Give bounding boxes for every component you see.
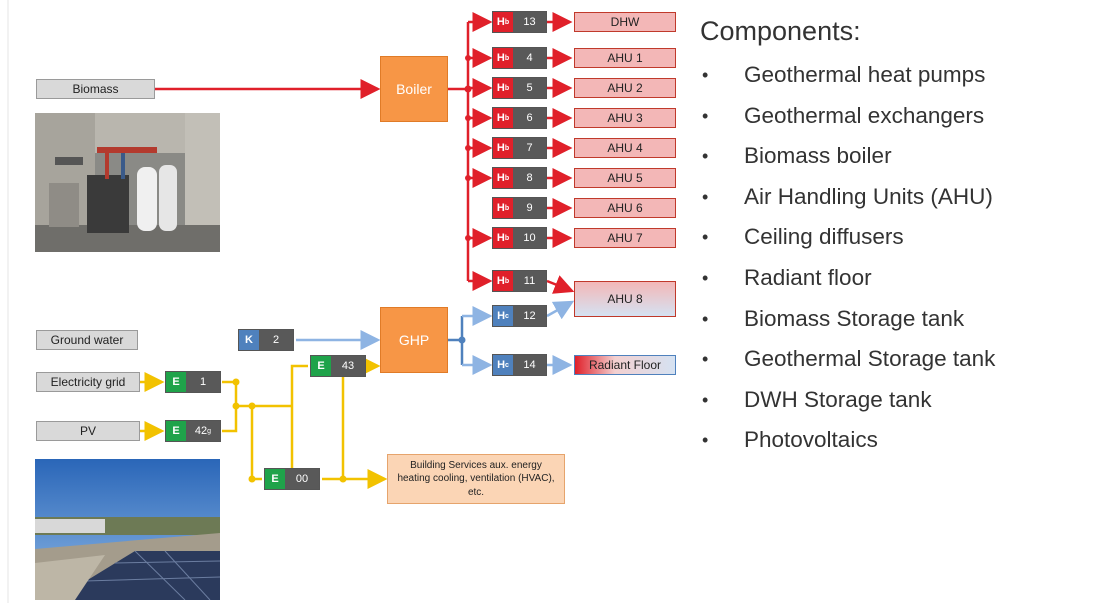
ghp-node: GHP [380, 307, 448, 373]
building-services-box: Building Services aux. energy heating co… [387, 454, 565, 504]
sink-ahu-6: AHU 6 [574, 198, 676, 218]
list-item: •Geothermal heat pumps [700, 55, 1090, 96]
sink-ahu-3: AHU 3 [574, 108, 676, 128]
list-item: •Air Handling Units (AHU) [700, 177, 1090, 218]
pv-source: PV [36, 421, 140, 441]
biomass-source: Biomass [36, 79, 155, 99]
list-item: •Geothermal exchangers [700, 96, 1090, 137]
components-list: •Geothermal heat pumps •Geothermal excha… [700, 55, 1090, 461]
electricity-grid-source: Electricity grid [36, 372, 140, 392]
sink-ahu-5: AHU 5 [574, 168, 676, 188]
list-item: •Ceiling diffusers [700, 217, 1090, 258]
list-item: •Biomass boiler [700, 136, 1090, 177]
list-item: •DWH Storage tank [700, 380, 1090, 421]
sink-ahu-2: AHU 2 [574, 78, 676, 98]
sink-ahu-8: AHU 8 [574, 281, 676, 317]
sink-ahu-4: AHU 4 [574, 138, 676, 158]
boiler-room-photo [35, 113, 220, 252]
boiler-node: Boiler [380, 56, 448, 122]
components-title: Components: [700, 16, 1090, 47]
sink-dhw: DHW [574, 12, 676, 32]
components-panel: Components: •Geothermal heat pumps •Geot… [700, 16, 1090, 461]
sink-radiant-floor: Radiant Floor [574, 355, 676, 375]
ground-water-source: Ground water [36, 330, 138, 350]
pv-roof-photo [35, 459, 220, 600]
list-item: •Radiant floor [700, 258, 1090, 299]
sink-ahu-1: AHU 1 [574, 48, 676, 68]
list-item: •Biomass Storage tank [700, 299, 1090, 340]
list-item: •Geothermal Storage tank [700, 339, 1090, 380]
list-item: •Photovoltaics [700, 420, 1090, 461]
sink-ahu-7: AHU 7 [574, 228, 676, 248]
